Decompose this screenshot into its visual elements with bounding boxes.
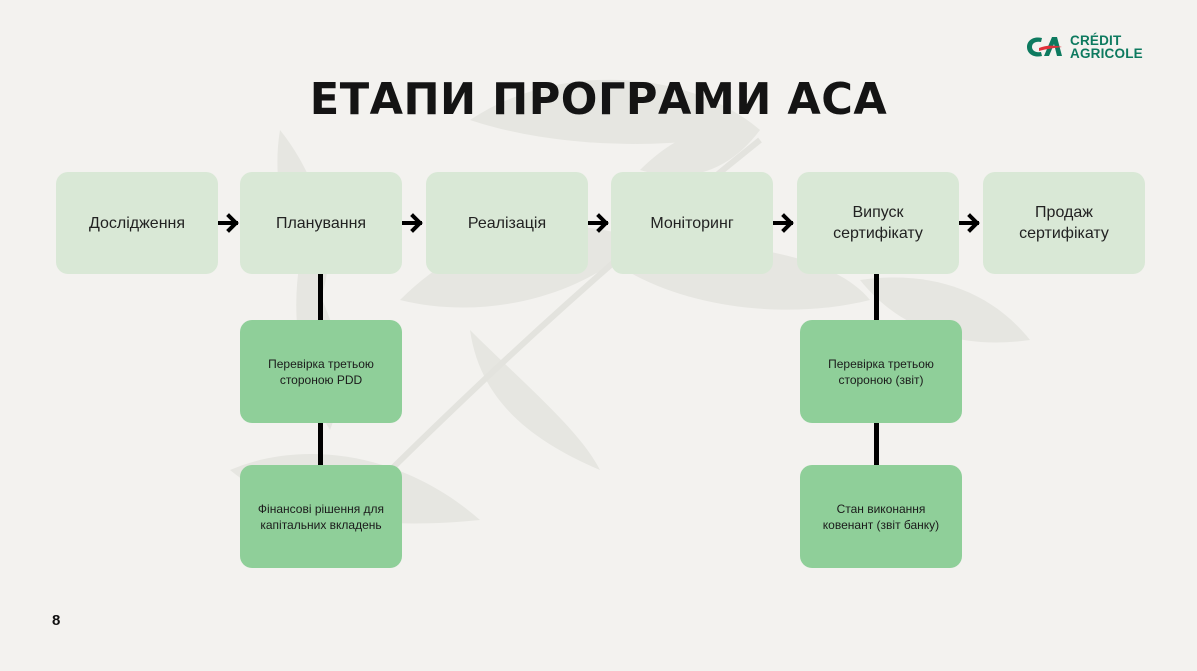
substep-covenant-status: Стан виконання ковенант (звіт банку)	[800, 465, 962, 568]
substep-third-party-report: Перевірка третьою стороною (звіт)	[800, 320, 962, 423]
arrow-right-icon	[218, 213, 239, 233]
stage-certificate-sale: Продаж сертифікату	[983, 172, 1145, 274]
arrow-right-icon	[402, 213, 423, 233]
connector-line	[318, 423, 323, 465]
connector-line	[874, 274, 879, 320]
substep-third-party-pdd: Перевірка третьою стороною РDD	[240, 320, 402, 423]
brand-name: CRÉDIT AGRICOLE	[1070, 33, 1143, 61]
connector-line	[874, 423, 879, 465]
brand-line-1: CRÉDIT	[1070, 33, 1122, 48]
page-title: ЕТАПИ ПРОГРАМИ ACA	[309, 74, 888, 125]
connector-line	[318, 274, 323, 320]
page-number: 8	[52, 612, 61, 629]
ca-logo-icon	[1027, 37, 1062, 57]
stage-implementation: Реалізація	[426, 172, 588, 274]
stage-monitoring: Моніторинг	[611, 172, 773, 274]
stage-certificate-issue: Випуск сертифікату	[797, 172, 959, 274]
arrow-right-icon	[588, 213, 609, 233]
stage-planning: Планування	[240, 172, 402, 274]
stage-research: Дослідження	[56, 172, 218, 274]
brand-line-2: AGRICOLE	[1070, 46, 1143, 61]
arrow-right-icon	[959, 213, 980, 233]
substep-financial-decisions: Фінансові рішення для капітальних вкладе…	[240, 465, 402, 568]
arrow-right-icon	[773, 213, 794, 233]
brand-logo: CRÉDIT AGRICOLE	[1024, 32, 1143, 62]
